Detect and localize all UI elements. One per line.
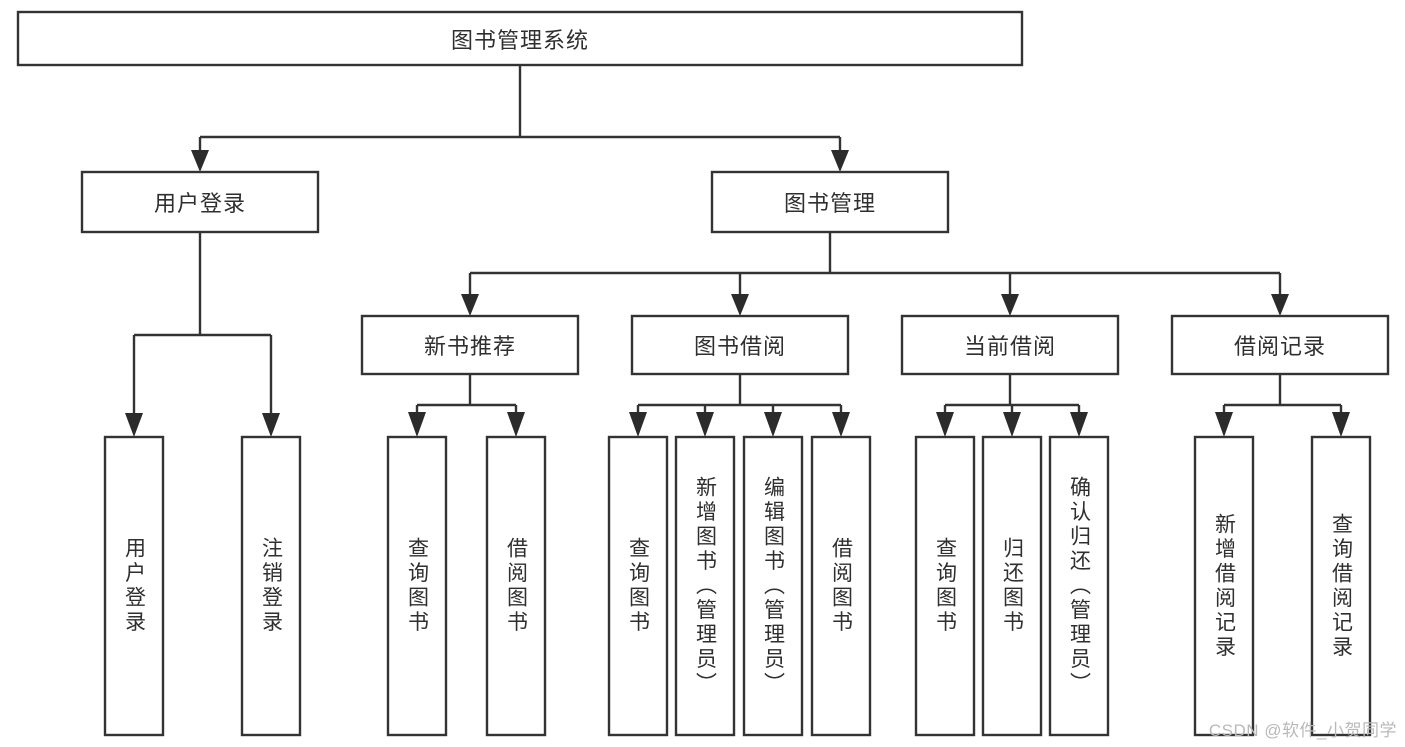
leaf-box-query-book-1[interactable] [386, 435, 448, 737]
connector-new-book-recommend-to-leaves [408, 374, 525, 437]
watermark-text: CSDN @软件_小贺同学 [1208, 721, 1397, 740]
arrow-head-icon [696, 412, 714, 437]
arrow-head-icon [262, 413, 280, 437]
leaf-box-query-book-2[interactable] [607, 435, 669, 737]
leaf-box-add-record[interactable] [1193, 435, 1255, 737]
arrow-head-icon [1271, 294, 1289, 316]
arrow-head-icon [764, 412, 782, 437]
node-book-borrow[interactable] [630, 314, 850, 376]
connector-user-login-to-leaves [125, 232, 280, 437]
leaf-box-confirm-return[interactable] [1048, 435, 1110, 737]
leaf-box-add-book[interactable] [674, 435, 736, 737]
connector-book-management-to-level2 [461, 232, 1289, 316]
arrow-head-icon [832, 412, 850, 437]
arrow-head-icon [936, 412, 954, 437]
arrow-head-icon [831, 150, 849, 172]
connector-borrow-record-to-leaves [1215, 374, 1350, 437]
node-root[interactable] [16, 10, 1024, 67]
arrow-head-icon [125, 413, 143, 437]
node-current-borrow[interactable] [900, 314, 1120, 376]
node-borrow-record[interactable] [1170, 314, 1390, 376]
connector-root-to-level1 [191, 65, 849, 172]
arrow-head-icon [1003, 412, 1021, 437]
node-new-book-recommend[interactable] [360, 314, 580, 376]
leaf-box-user-logout[interactable] [240, 435, 302, 737]
arrow-head-icon [408, 412, 426, 437]
leaf-box-query-book-3[interactable] [914, 435, 976, 737]
leaf-box-user-login[interactable] [103, 435, 165, 737]
arrow-head-icon [191, 150, 209, 172]
arrow-head-icon [507, 412, 525, 437]
leaf-box-borrow-book-2[interactable] [810, 435, 872, 737]
user-login-box[interactable] [80, 170, 320, 234]
connector-current-borrow-to-leaves [936, 374, 1088, 437]
node-user-login[interactable] [80, 170, 320, 234]
node-book-management[interactable] [710, 170, 950, 234]
leaf-box-edit-book[interactable] [742, 435, 804, 737]
new-book-recommend-box[interactable] [360, 314, 580, 376]
book-management-box[interactable] [710, 170, 950, 234]
arrow-head-icon [1215, 412, 1233, 437]
leaf-box-query-record[interactable] [1310, 435, 1372, 737]
arrow-head-icon [1001, 294, 1019, 316]
arrow-head-icon [1070, 412, 1088, 437]
arrow-head-icon [731, 294, 749, 316]
leaf-box-return-book[interactable] [981, 435, 1043, 737]
book-borrow-box[interactable] [630, 314, 850, 376]
current-borrow-box[interactable] [900, 314, 1120, 376]
connector-book-borrow-to-leaves [629, 374, 850, 437]
arrow-head-icon [461, 294, 479, 316]
leaf-box-borrow-book-1[interactable] [485, 435, 547, 737]
borrow-record-box[interactable] [1170, 314, 1390, 376]
arrow-head-icon [1332, 412, 1350, 437]
arrow-head-icon [629, 412, 647, 437]
root-box[interactable] [16, 10, 1024, 67]
